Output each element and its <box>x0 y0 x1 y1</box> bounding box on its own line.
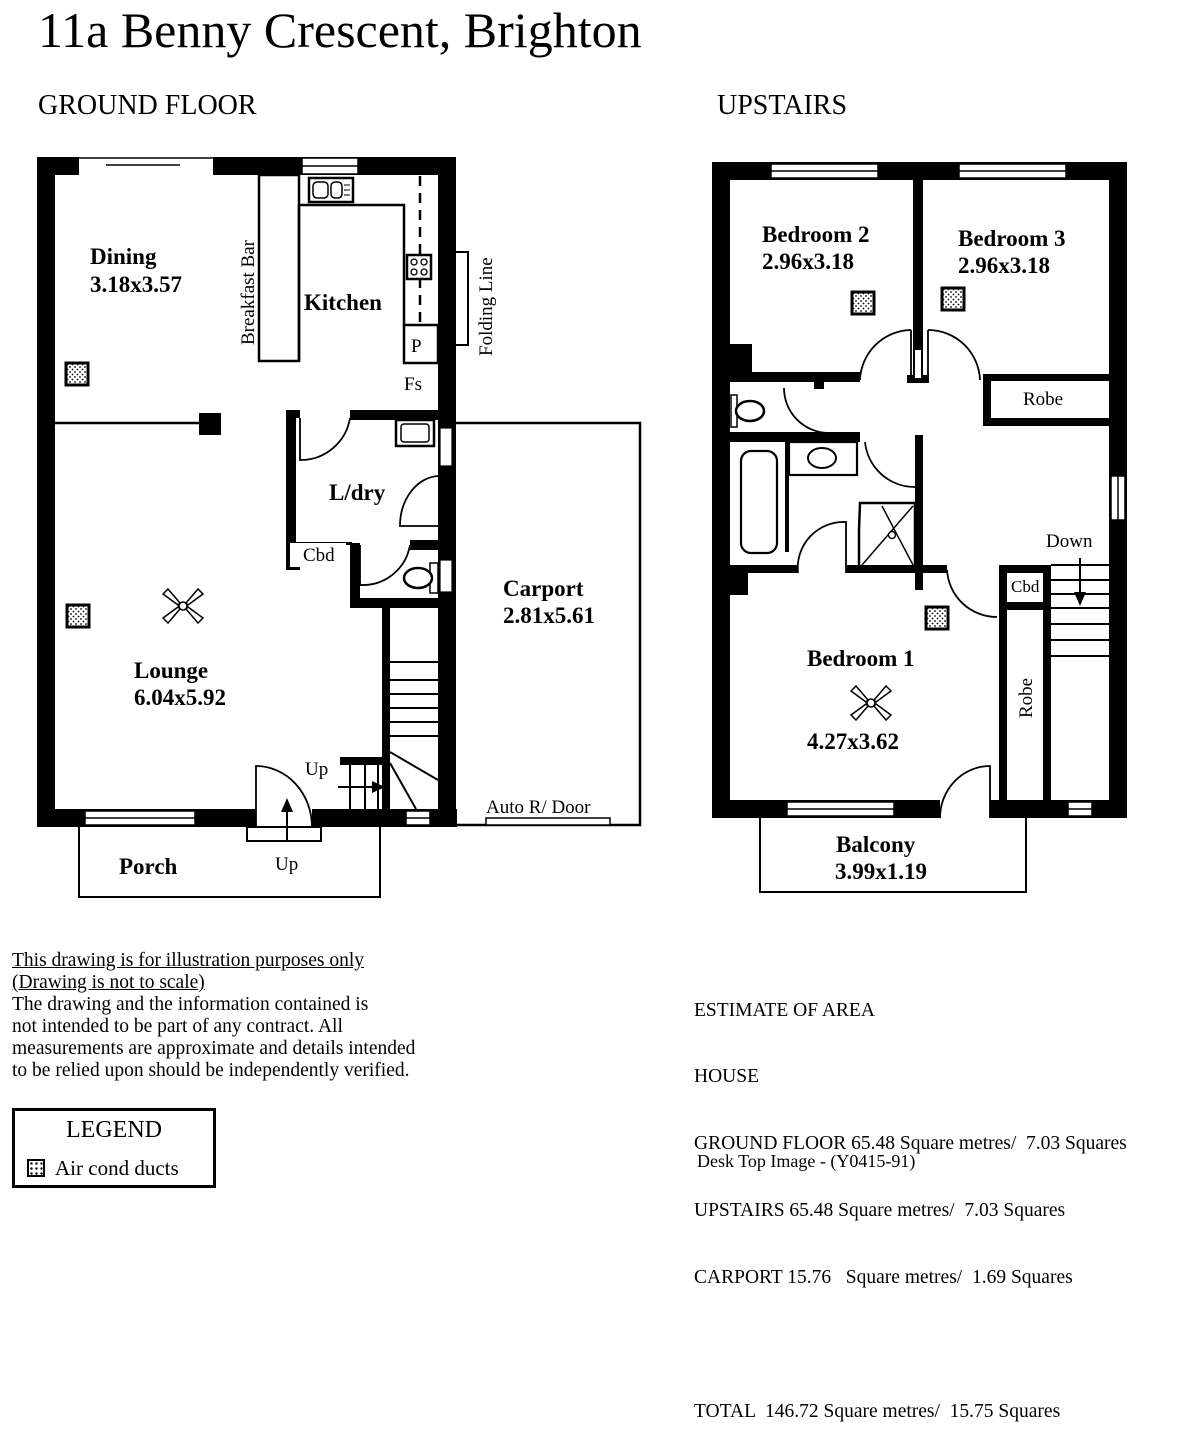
room-balcony-label: Balcony <box>836 832 916 857</box>
legend-item: Air cond ducts <box>27 1157 179 1179</box>
area-subheading: HOUSE <box>694 1066 760 1088</box>
area-row-carport: CARPORT 15.76 Square metres/ 1.69 Square… <box>694 1267 1073 1289</box>
disclaimer-body-1: The drawing and the information containe… <box>12 994 369 1015</box>
page-title: 11a Benny Crescent, Brighton <box>38 2 642 58</box>
room-bedroom2-label: Bedroom 2 <box>762 222 870 247</box>
fridge-space-label: Fs <box>404 374 422 395</box>
room-bedroom3-label: Bedroom 3 <box>958 226 1066 251</box>
disclaimer: This drawing is for illustration purpose… <box>12 950 415 1082</box>
legend-item-label: Air cond ducts <box>55 1156 179 1180</box>
disclaimer-body-4: to be relied upon should be independentl… <box>12 1060 410 1081</box>
robe-top-label: Robe <box>1023 389 1063 410</box>
room-bedroom1-size: 4.27x3.62 <box>807 729 899 754</box>
stairs-down-label: Down <box>1046 531 1093 552</box>
ground-floor-heading: GROUND FLOOR <box>38 90 257 121</box>
room-carport-size: 2.81x5.61 <box>503 603 595 628</box>
ground-floor-plan <box>37 157 642 898</box>
room-balcony-size: 3.99x1.19 <box>835 859 927 884</box>
room-dining-size: 3.18x3.57 <box>90 272 182 297</box>
folding-line-label: Folding Line <box>476 257 497 356</box>
room-bedroom3-size: 2.96x3.18 <box>958 253 1050 278</box>
image-credit: Desk Top Image - (Y0415-91) <box>697 1151 916 1171</box>
disclaimer-body-2: not intended to be part of any contract.… <box>12 1016 343 1037</box>
upstairs-plan <box>712 162 1127 893</box>
porch-up-label: Up <box>275 854 298 875</box>
room-kitchen-label: Kitchen <box>304 290 382 315</box>
auto-roller-door-label: Auto R/ Door <box>486 797 591 818</box>
area-heading: ESTIMATE OF AREA <box>694 999 875 1021</box>
area-total: TOTAL 146.72 Square metres/ 15.75 Square… <box>694 1400 1061 1422</box>
area-row-ground: GROUND FLOOR 65.48 Square metres/ 7.03 S… <box>694 1133 1127 1155</box>
upstairs-cupboard-label: Cbd <box>1011 577 1040 596</box>
room-lounge-size: 6.04x5.92 <box>134 685 226 710</box>
floor-plan-drawing: Dining 3.18x3.57 Breakfast Bar Kitchen P… <box>37 157 1127 898</box>
room-carport-label: Carport <box>503 576 584 601</box>
robe-side-label: Robe <box>1016 678 1037 718</box>
room-dining-label: Dining <box>90 244 157 269</box>
legend-title: LEGEND <box>66 1117 162 1143</box>
upstairs-heading: UPSTAIRS <box>717 90 848 121</box>
room-lounge-label: Lounge <box>134 658 208 683</box>
area-row-upstairs: UPSTAIRS 65.48 Square metres/ 7.03 Squar… <box>694 1200 1066 1222</box>
room-laundry-label: L/dry <box>329 480 386 505</box>
air-duct-icon <box>27 1159 45 1177</box>
stairs-up-label: Up <box>305 759 328 780</box>
disclaimer-line-2: (Drawing is not to scale) <box>12 972 205 993</box>
legend: LEGEND Air cond ducts <box>12 1108 216 1188</box>
pantry-label: P <box>411 336 422 357</box>
breakfast-bar-label: Breakfast Bar <box>238 239 259 345</box>
cupboard-label: Cbd <box>303 545 335 566</box>
room-bedroom1-label: Bedroom 1 <box>807 646 915 671</box>
disclaimer-line-1: This drawing is for illustration purpose… <box>12 950 365 971</box>
disclaimer-body-3: measurements are approximate and details… <box>12 1038 416 1059</box>
room-bedroom2-size: 2.96x3.18 <box>762 249 854 274</box>
room-porch-label: Porch <box>119 854 178 879</box>
area-estimate: ESTIMATE OF AREA HOUSE GROUND FLOOR 65.4… <box>694 955 1127 1445</box>
